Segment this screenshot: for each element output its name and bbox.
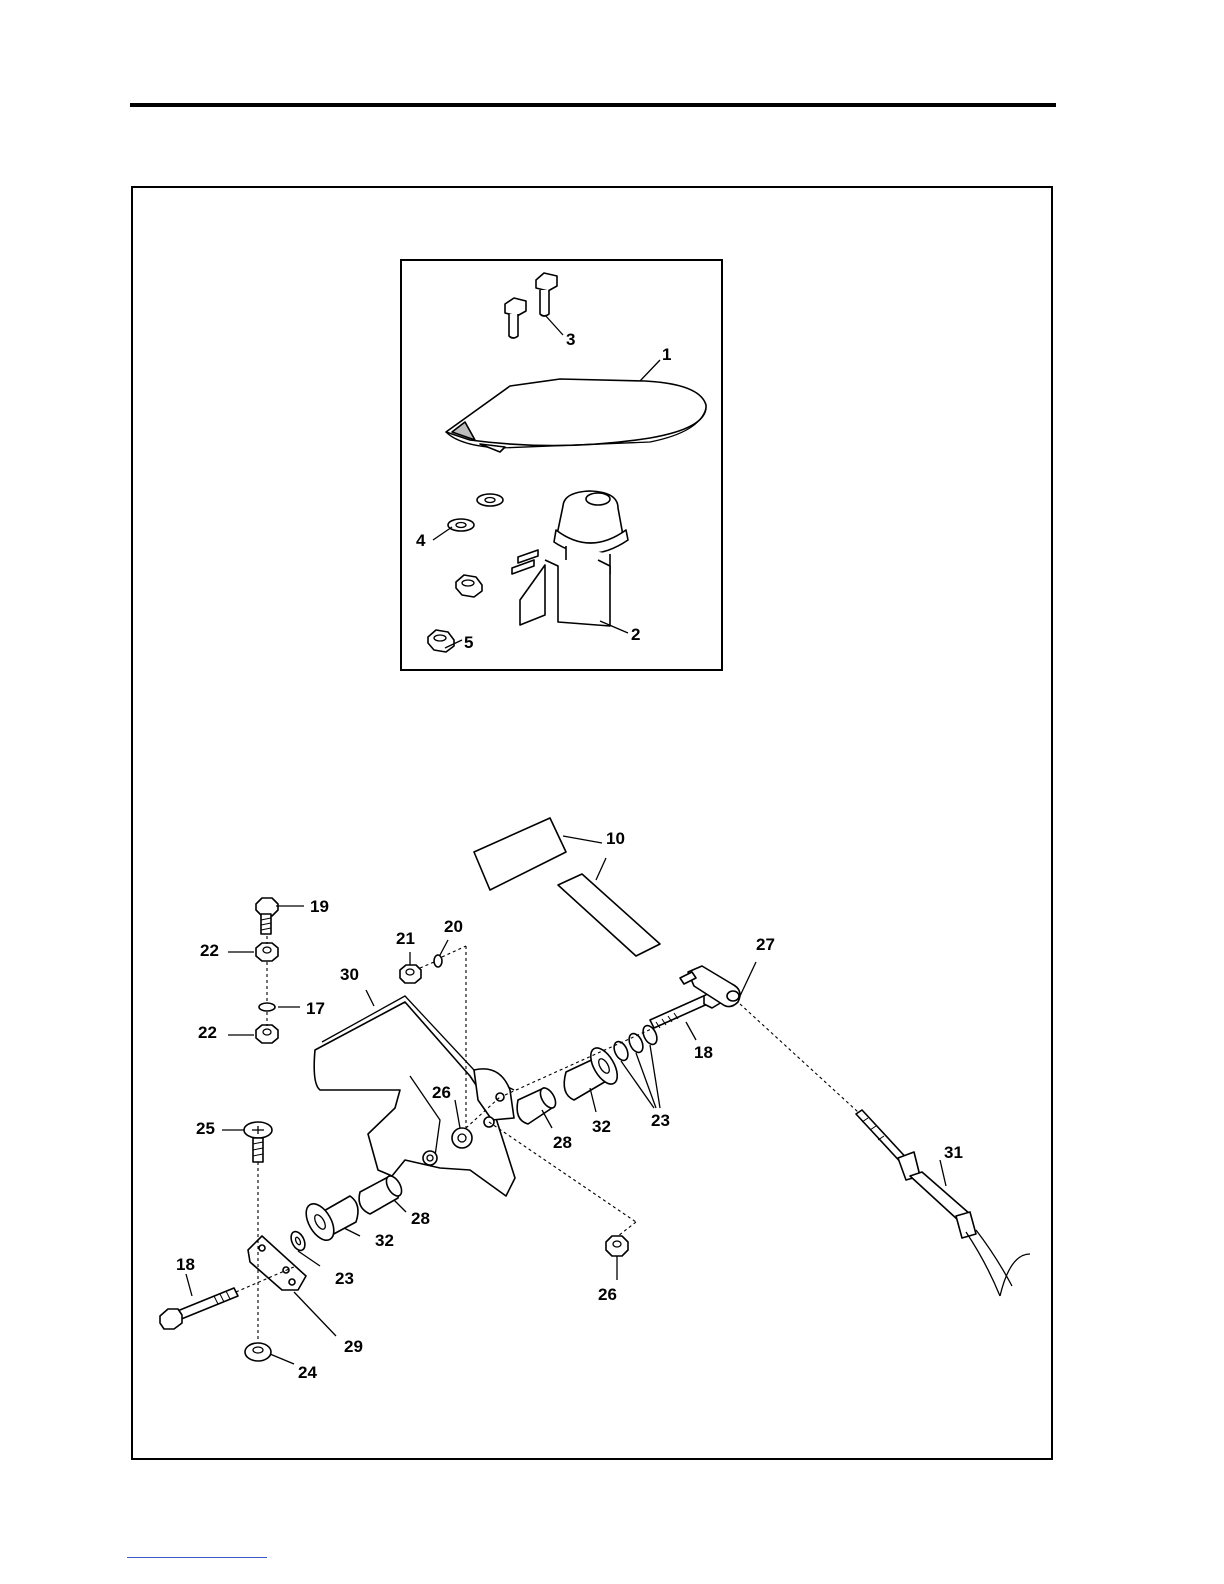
part-nut-26-right — [606, 1236, 628, 1256]
callout-26-lower: 26 — [598, 1285, 617, 1304]
callout-23-left: 23 — [335, 1269, 354, 1288]
callout-20: 20 — [444, 917, 463, 936]
callout-labels: 1 2 3 4 5 10 17 18 18 19 20 21 22 22 23 … — [176, 330, 963, 1382]
callout-27: 27 — [756, 935, 775, 954]
callout-28-left: 28 — [411, 1209, 430, 1228]
callout-23-right: 23 — [651, 1111, 670, 1130]
leader-3 — [545, 315, 563, 335]
callout-29: 29 — [344, 1337, 363, 1356]
callout-17: 17 — [306, 999, 325, 1018]
callout-10: 10 — [606, 829, 625, 848]
part-washers-4 — [448, 494, 503, 531]
part-bolt-18-left — [160, 1288, 238, 1329]
leader-2 — [600, 621, 628, 633]
callout-2: 2 — [631, 625, 640, 644]
part-decals-10 — [474, 818, 660, 956]
part-bolts-3 — [505, 273, 557, 338]
callout-26-upper: 26 — [432, 1083, 451, 1102]
callout-21: 21 — [396, 929, 415, 948]
callout-32-right: 32 — [592, 1117, 611, 1136]
callout-25: 25 — [196, 1119, 215, 1138]
callout-30: 30 — [340, 965, 359, 984]
part-nut-21 — [400, 965, 421, 983]
callout-4: 4 — [416, 531, 426, 550]
callout-22-top: 22 — [200, 941, 219, 960]
callout-31: 31 — [944, 1143, 963, 1162]
callout-3: 3 — [566, 330, 575, 349]
callout-19: 19 — [310, 897, 329, 916]
part-lock-washer-17 — [259, 1003, 275, 1011]
callout-1: 1 — [662, 345, 671, 364]
callout-32-left: 32 — [375, 1231, 394, 1250]
part-screw-25 — [244, 1122, 272, 1162]
part-seat-plate-1 — [446, 379, 706, 452]
callout-24: 24 — [298, 1363, 317, 1382]
callout-18-right: 18 — [694, 1043, 713, 1062]
part-nuts-5 — [428, 575, 482, 652]
part-cable-31 — [856, 1110, 1030, 1296]
callout-18-left: 18 — [176, 1255, 195, 1274]
part-nut-26-left — [452, 1128, 472, 1148]
part-seat-switch-2 — [512, 491, 628, 626]
assembly-dashed-lines — [236, 936, 858, 1340]
callout-22-bottom: 22 — [198, 1023, 217, 1042]
part-pedal-arm-30 — [314, 996, 515, 1196]
leader-1 — [640, 360, 660, 381]
callout-5: 5 — [464, 633, 473, 652]
part-nut-24 — [245, 1343, 271, 1361]
part-lock-washer-20 — [434, 955, 442, 967]
callout-28-right: 28 — [553, 1133, 572, 1152]
part-bolt-19 — [256, 898, 278, 934]
leader-4 — [433, 527, 452, 540]
